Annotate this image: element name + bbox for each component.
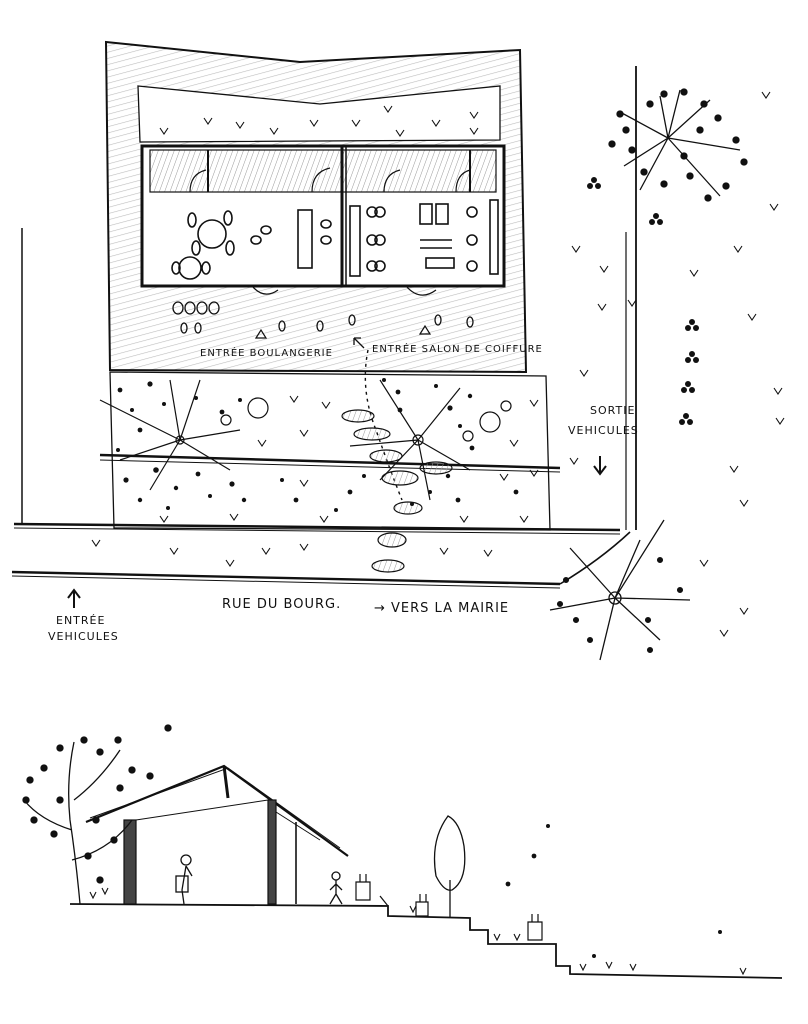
ground-line — [69, 903, 783, 979]
label-entree-boulangerie: ENTRÉE BOULANGERIE — [200, 346, 333, 359]
garden-grass — [159, 395, 539, 523]
ground-step — [379, 895, 389, 907]
building-section — [85, 764, 349, 905]
label-rue-du-bourg: RUE DU BOURG. — [222, 597, 341, 612]
garden-edge-line-2 — [99, 459, 561, 473]
label-entree-vehicules-2: VEHICULES — [48, 630, 119, 643]
pointer-arrow-icon — [353, 337, 365, 349]
door-swing-2 — [311, 167, 331, 193]
section-tree-left — [22, 724, 172, 905]
terrace-seating — [172, 301, 474, 334]
leaf-scatter — [116, 378, 519, 512]
door-swing-3 — [383, 169, 401, 193]
roof-garden — [137, 85, 501, 143]
garden-tree-left — [99, 379, 241, 491]
roof-grass — [159, 105, 479, 137]
entry-arrow-icon — [67, 588, 81, 608]
entry-door-1 — [251, 285, 279, 295]
section-grass — [89, 887, 747, 976]
small-figures — [355, 874, 543, 941]
person-at-counter — [175, 854, 193, 905]
label-sortie-vehicules: VEHICULES — [568, 424, 639, 437]
label-sortie: SORTIE — [590, 404, 635, 417]
entry-door-2 — [405, 285, 437, 296]
section-elevation — [22, 724, 783, 979]
section-leaves — [505, 824, 722, 958]
star-tree-top-right — [608, 88, 748, 202]
label-entree-salon: ENTRÉE SALON DE COIFFURE — [372, 342, 543, 355]
bakery-entrance-marker — [254, 328, 268, 339]
person-walking — [329, 871, 343, 905]
label-entree-vehicules-1: ENTRÉE — [56, 614, 105, 627]
garden-shrubs — [220, 397, 512, 442]
star-tree-road — [549, 519, 691, 661]
exit-arrow-icon — [593, 456, 607, 476]
garden-edge-line — [99, 453, 561, 470]
door-swing-4 — [455, 169, 471, 193]
clover-plants — [587, 177, 699, 425]
salon-entrance-marker — [418, 324, 432, 335]
roadside-grass — [91, 539, 493, 567]
right-grass — [569, 91, 785, 637]
bakery-furniture — [171, 205, 361, 280]
garden-band — [109, 371, 551, 531]
road — [11, 522, 631, 589]
label-vers-la-mairie: → VERS LA MAIRIE — [374, 601, 509, 616]
stepping-stones — [341, 409, 453, 573]
site-plan: ENTRÉE BOULANGERIE ENTRÉE SALON DE COIFF… — [11, 40, 785, 661]
poplar-tree — [433, 815, 466, 918]
salon-furniture — [366, 199, 499, 275]
door-swing-1 — [189, 169, 207, 193]
